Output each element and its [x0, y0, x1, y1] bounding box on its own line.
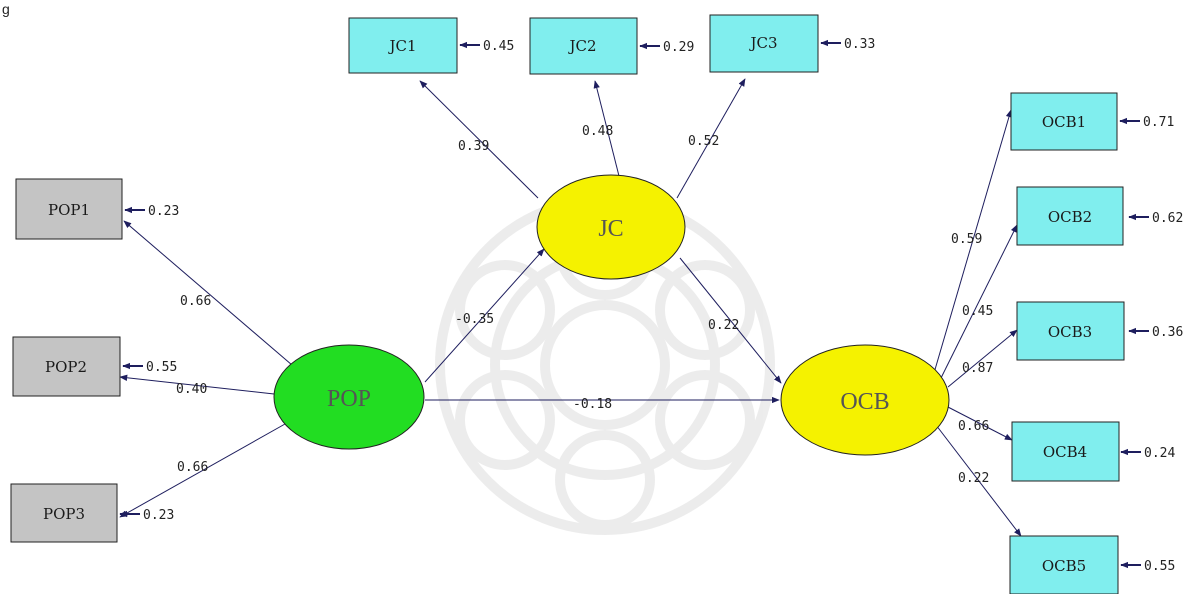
- loading-value-jc1: 0.39: [458, 139, 489, 154]
- loading-value-pop2: 0.40: [176, 382, 207, 397]
- indicator-jc1: JC1: [348, 17, 458, 74]
- loading-jc-jc3: [676, 78, 746, 199]
- error-value-pop2: 0.55: [146, 360, 177, 375]
- error-value-jc3: 0.33: [844, 37, 875, 52]
- indicator-ocb5: OCB5: [1009, 535, 1119, 594]
- indicator-pop3: POP3: [10, 483, 118, 543]
- indicator-label: JC1: [387, 37, 416, 55]
- caption-fragment: g: [2, 1, 10, 17]
- error-value-ocb1: 0.71: [1143, 115, 1174, 130]
- error-value-jc1: 0.45: [483, 39, 514, 54]
- indicator-label: OCB5: [1042, 557, 1086, 575]
- latent-label: JC: [598, 216, 623, 242]
- indicator-label: OCB4: [1043, 443, 1087, 461]
- error-value-ocb3: 0.36: [1152, 325, 1183, 340]
- loading-pop-pop2: [119, 374, 275, 395]
- indicator-jc3: JC3: [709, 14, 819, 73]
- loading-value-ocb2: 0.45: [962, 304, 993, 319]
- indicator-ocb1: OCB1: [1010, 92, 1118, 151]
- loading-value-pop3: 0.66: [177, 460, 208, 475]
- loading-jc-jc2: [593, 80, 620, 177]
- loading-value-ocb4: 0.66: [958, 419, 989, 434]
- loading-value-ocb1: 0.59: [951, 232, 982, 247]
- latent-ocb: OCB: [780, 344, 950, 456]
- error-value-jc2: 0.29: [663, 40, 694, 55]
- indicator-label: OCB1: [1042, 113, 1086, 131]
- loading-ocb-ocb1: [933, 109, 1013, 374]
- path-pop-jc: [424, 248, 545, 383]
- indicator-ocb3: OCB3: [1016, 301, 1125, 361]
- loading-ocb-ocb2: [939, 224, 1018, 381]
- loading-value-ocb3: 0.87: [962, 361, 993, 376]
- loading-value-jc2: 0.48: [582, 124, 613, 139]
- indicator-jc2: JC2: [529, 17, 638, 75]
- indicator-label: POP1: [48, 201, 90, 219]
- indicator-pop1: POP1: [15, 178, 123, 240]
- loading-jc-jc1: [419, 80, 539, 199]
- indicator-pop2: POP2: [12, 336, 121, 397]
- latent-label: OCB: [840, 389, 889, 415]
- error-value-pop1: 0.23: [148, 204, 179, 219]
- indicator-label: OCB2: [1048, 208, 1092, 226]
- path-value-pop-ocb: -0.18: [573, 397, 612, 412]
- loading-ocb-ocb4: [945, 405, 1013, 441]
- indicator-ocb4: OCB4: [1011, 421, 1120, 482]
- indicator-label: JC3: [748, 34, 777, 52]
- path-value-jc-ocb: 0.22: [708, 318, 739, 333]
- loading-value-ocb5: 0.22: [958, 471, 989, 486]
- indicator-label: POP2: [45, 358, 87, 376]
- indicator-label: POP3: [43, 505, 85, 523]
- loading-ocb-ocb3: [947, 329, 1018, 388]
- loading-value-pop1: 0.66: [180, 294, 211, 309]
- loading-ocb-ocb5: [935, 424, 1022, 537]
- path-value-pop-jc: -0.35: [455, 312, 494, 327]
- loading-pop-pop1: [123, 220, 293, 366]
- latent-jc: JC: [536, 174, 686, 280]
- loading-value-jc3: 0.52: [688, 134, 719, 149]
- indicator-label: JC2: [567, 37, 596, 55]
- path-jc-ocb: [679, 257, 782, 384]
- indicator-ocb2: OCB2: [1016, 186, 1124, 246]
- error-value-ocb2: 0.62: [1152, 211, 1183, 226]
- latent-label: POP: [327, 386, 371, 412]
- error-value-ocb4: 0.24: [1144, 446, 1175, 461]
- indicator-label: OCB3: [1048, 323, 1092, 341]
- error-value-pop3: 0.23: [143, 508, 174, 523]
- loading-pop-pop3: [119, 423, 286, 518]
- error-value-ocb5: 0.55: [1144, 559, 1175, 574]
- latent-pop: POP: [273, 344, 425, 450]
